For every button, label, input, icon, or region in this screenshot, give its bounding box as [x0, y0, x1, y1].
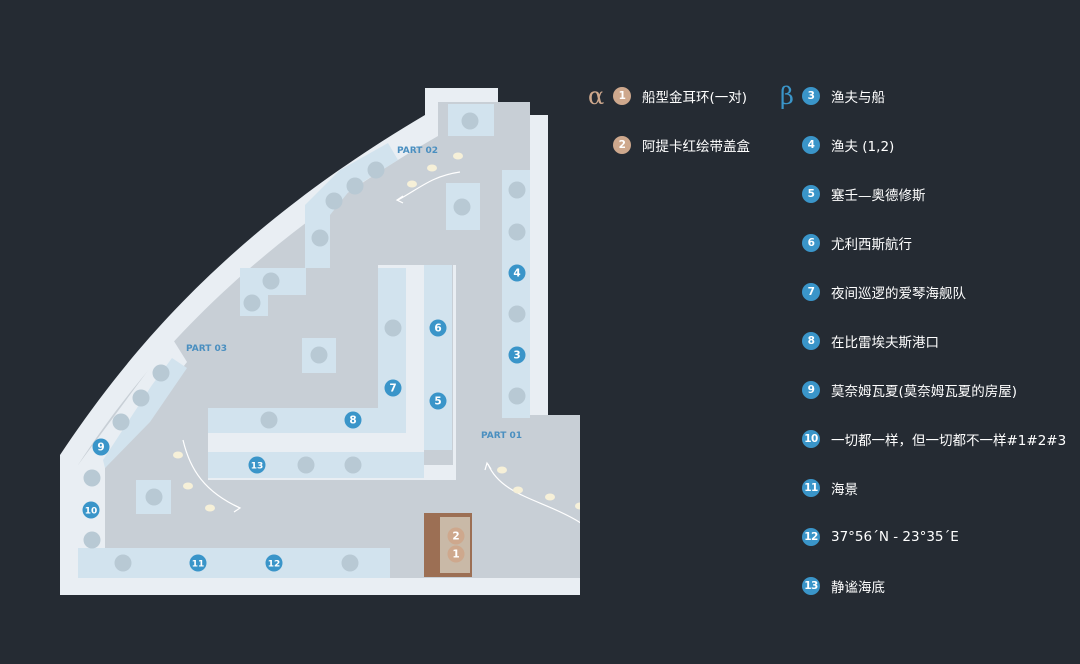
display-case-inner [440, 517, 470, 573]
beta-item-3: 3 渔夫与船 [802, 84, 885, 108]
marker-5-circle[interactable] [429, 392, 447, 410]
flow-arrows [182, 171, 580, 524]
beta-item-12: 12 37°56´N - 23°35´E [802, 525, 959, 549]
part-label-01: PART 01 [481, 431, 522, 441]
legend-text-5: 塞壬—奥德修斯 [831, 188, 926, 204]
exhibit-spots [83, 112, 526, 572]
beta-item-7: 7 夜间巡逻的爱琴海舰队 [802, 280, 966, 304]
marker-7-circle[interactable] [384, 379, 402, 397]
beta-item-5: 5 塞壬—奥德修斯 [802, 182, 926, 206]
alpha-item-1: 1 船型金耳环(一对) [613, 84, 747, 108]
legend-text-10: 一切都一样，但一切都不一样#1#2#3 [831, 433, 1067, 449]
legend-text-8: 在比雷埃夫斯港口 [831, 335, 939, 351]
beta-symbol: β [780, 82, 794, 110]
legend-text-2: 阿提卡红绘带盖盒 [642, 139, 750, 155]
marker-10-circle[interactable] [82, 501, 100, 519]
legend-text-13: 静谧海底 [831, 580, 885, 596]
marker-2-label: 2 [452, 531, 459, 543]
marker-3-circle[interactable] [508, 346, 526, 364]
marker-13-label: 13 [251, 462, 264, 472]
part-label-02: PART 02 [397, 146, 438, 156]
marker-5-label: 5 [434, 396, 441, 408]
legend-badge-13: 13 [802, 577, 820, 595]
legend-text-3: 渔夫与船 [831, 90, 885, 106]
legend-text-12: 37°56´N - 23°35´E [831, 529, 959, 545]
marker-9-label: 9 [97, 442, 104, 454]
marker-6-circle[interactable] [429, 319, 447, 337]
beta-item-13: 13 静谧海底 [802, 574, 885, 598]
alpha-item-2: 2 阿提卡红绘带盖盒 [613, 133, 750, 157]
legend-text-6: 尤利西斯航行 [831, 237, 912, 253]
legend-badge-7: 7 [802, 283, 820, 301]
footprint-icon [173, 152, 580, 512]
legend-text-11: 海景 [831, 482, 858, 498]
marker-12-label: 12 [268, 560, 281, 570]
marker-8-label: 8 [349, 415, 356, 427]
beta-item-11: 11 海景 [802, 476, 858, 500]
beta-item-8: 8 在比雷埃夫斯港口 [802, 329, 939, 353]
legend-text-1: 船型金耳环(一对) [642, 90, 748, 106]
marker-2-circle[interactable] [447, 527, 465, 545]
alpha-symbol: α [588, 82, 605, 110]
marker-9-circle[interactable] [92, 438, 110, 456]
legend-badge-3: 3 [802, 87, 820, 105]
legend-badge-8: 8 [802, 332, 820, 350]
marker-3-label: 3 [513, 350, 520, 362]
marker-1-circle[interactable] [447, 545, 465, 563]
legend-badge-10: 10 [802, 430, 820, 448]
marker-13-circle[interactable] [248, 456, 266, 474]
legend-badge-12: 12 [802, 528, 820, 546]
legend-badge-2: 2 [613, 136, 631, 154]
marker-8-circle[interactable] [344, 411, 362, 429]
beta-item-10: 10 一切都一样，但一切都不一样#1#2#3 [802, 427, 1066, 451]
part-label-03: PART 03 [186, 344, 227, 354]
marker-6-label: 6 [434, 323, 441, 335]
legend-badge-9: 9 [802, 381, 820, 399]
marker-4-label: 4 [513, 268, 520, 280]
marker-7-label: 7 [389, 383, 396, 395]
legend-badge-4: 4 [802, 136, 820, 154]
marker-4-circle[interactable] [508, 264, 526, 282]
marker-1-label: 1 [452, 549, 459, 561]
legend-text-4: 渔夫 (1,2) [831, 139, 895, 155]
legend-text-7: 夜间巡逻的爱琴海舰队 [831, 286, 966, 302]
beta-item-9: 9 莫奈姆瓦夏(莫奈姆瓦夏的房屋) [802, 378, 1017, 402]
legend-badge-1: 1 [613, 87, 631, 105]
marker-12-circle[interactable] [265, 554, 283, 572]
legend-badge-11: 11 [802, 479, 820, 497]
beta-item-4: 4 渔夫 (1,2) [802, 133, 894, 157]
legend-badge-5: 5 [802, 185, 820, 203]
beta-item-6: 6 尤利西斯航行 [802, 231, 912, 255]
marker-11-circle[interactable] [189, 554, 207, 572]
marker-11-label: 11 [192, 560, 205, 570]
marker-10-label: 10 [85, 507, 98, 517]
legend-badge-6: 6 [802, 234, 820, 252]
legend-text-9: 莫奈姆瓦夏(莫奈姆瓦夏的房屋) [831, 384, 1018, 400]
